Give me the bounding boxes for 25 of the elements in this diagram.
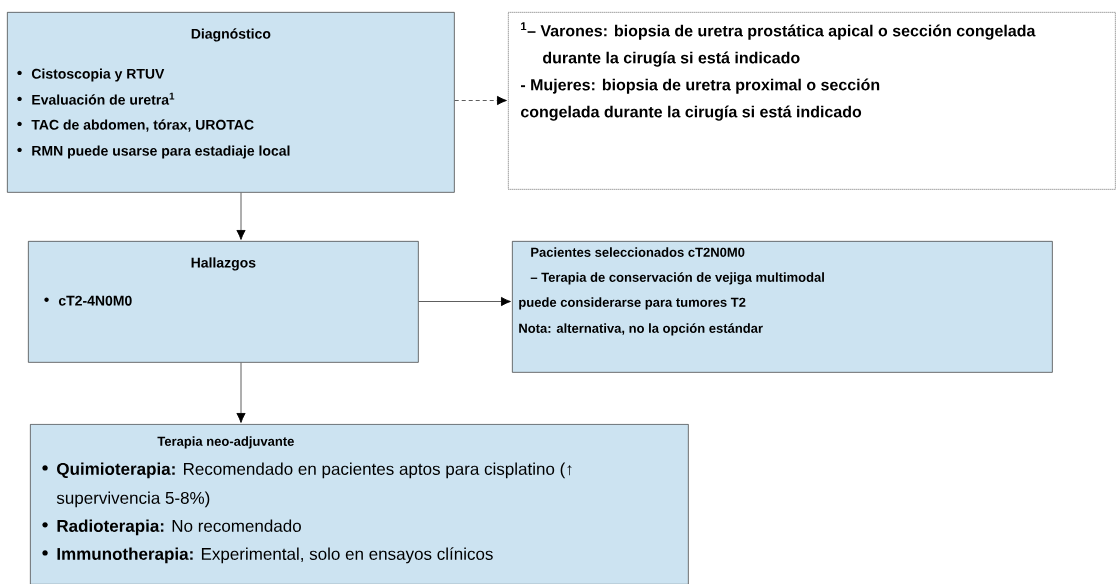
bullet-item: Radioterapia: No recomendado (42, 519, 301, 536)
arrow (236, 362, 246, 423)
arrow (418, 296, 511, 307)
process-box (512, 241, 1053, 373)
note-text: Nota: alternativa, no la opción estándar (519, 323, 763, 336)
bullet-item: cT2-4N0M0 (44, 295, 132, 306)
process-box (30, 424, 689, 584)
bullet-item: TAC de abdomen, tórax, UROTAC (17, 119, 254, 132)
bullet-item: Evaluación de uretra$^{1}$ (17, 92, 175, 105)
box-heading: Hallazgos (191, 257, 256, 271)
note-text: $^{1}$– Varones: biopsia de uretra prostática apical o sección congelada durante la cirugía si está indicado (521, 22, 1036, 67)
process-box (28, 241, 419, 363)
box-heading: Diagnóstico (191, 28, 271, 42)
note-text: - Mujeres: biopsia de uretra proximal o sección congelada durante la cirugía si está indicado (521, 78, 880, 121)
bullet-item: RMN puede usarse para estadiaje local (17, 145, 290, 159)
note-text: Pacientes seleccionados cT2N0M0 (531, 247, 745, 257)
bullet-item: Quimioterapia: Recomendado en pacientes aptos para cisplatino (↑ supervivencia 5-8%) (42, 462, 572, 508)
box-heading: Terapia neo-adjuvante (157, 436, 294, 449)
note-text: – Terapia de conservación de vejiga multimodal puede considerarse para tumores T2 (519, 272, 824, 310)
note-box (508, 12, 1116, 190)
arrow (236, 192, 246, 240)
dashed-arrow (454, 95, 507, 106)
process-box (7, 12, 455, 193)
bullet-item: Cistoscopia y RTUV (17, 68, 165, 82)
bullet-item: Immunotherapia: Experimental, solo en ensayos clínicos (42, 547, 493, 564)
